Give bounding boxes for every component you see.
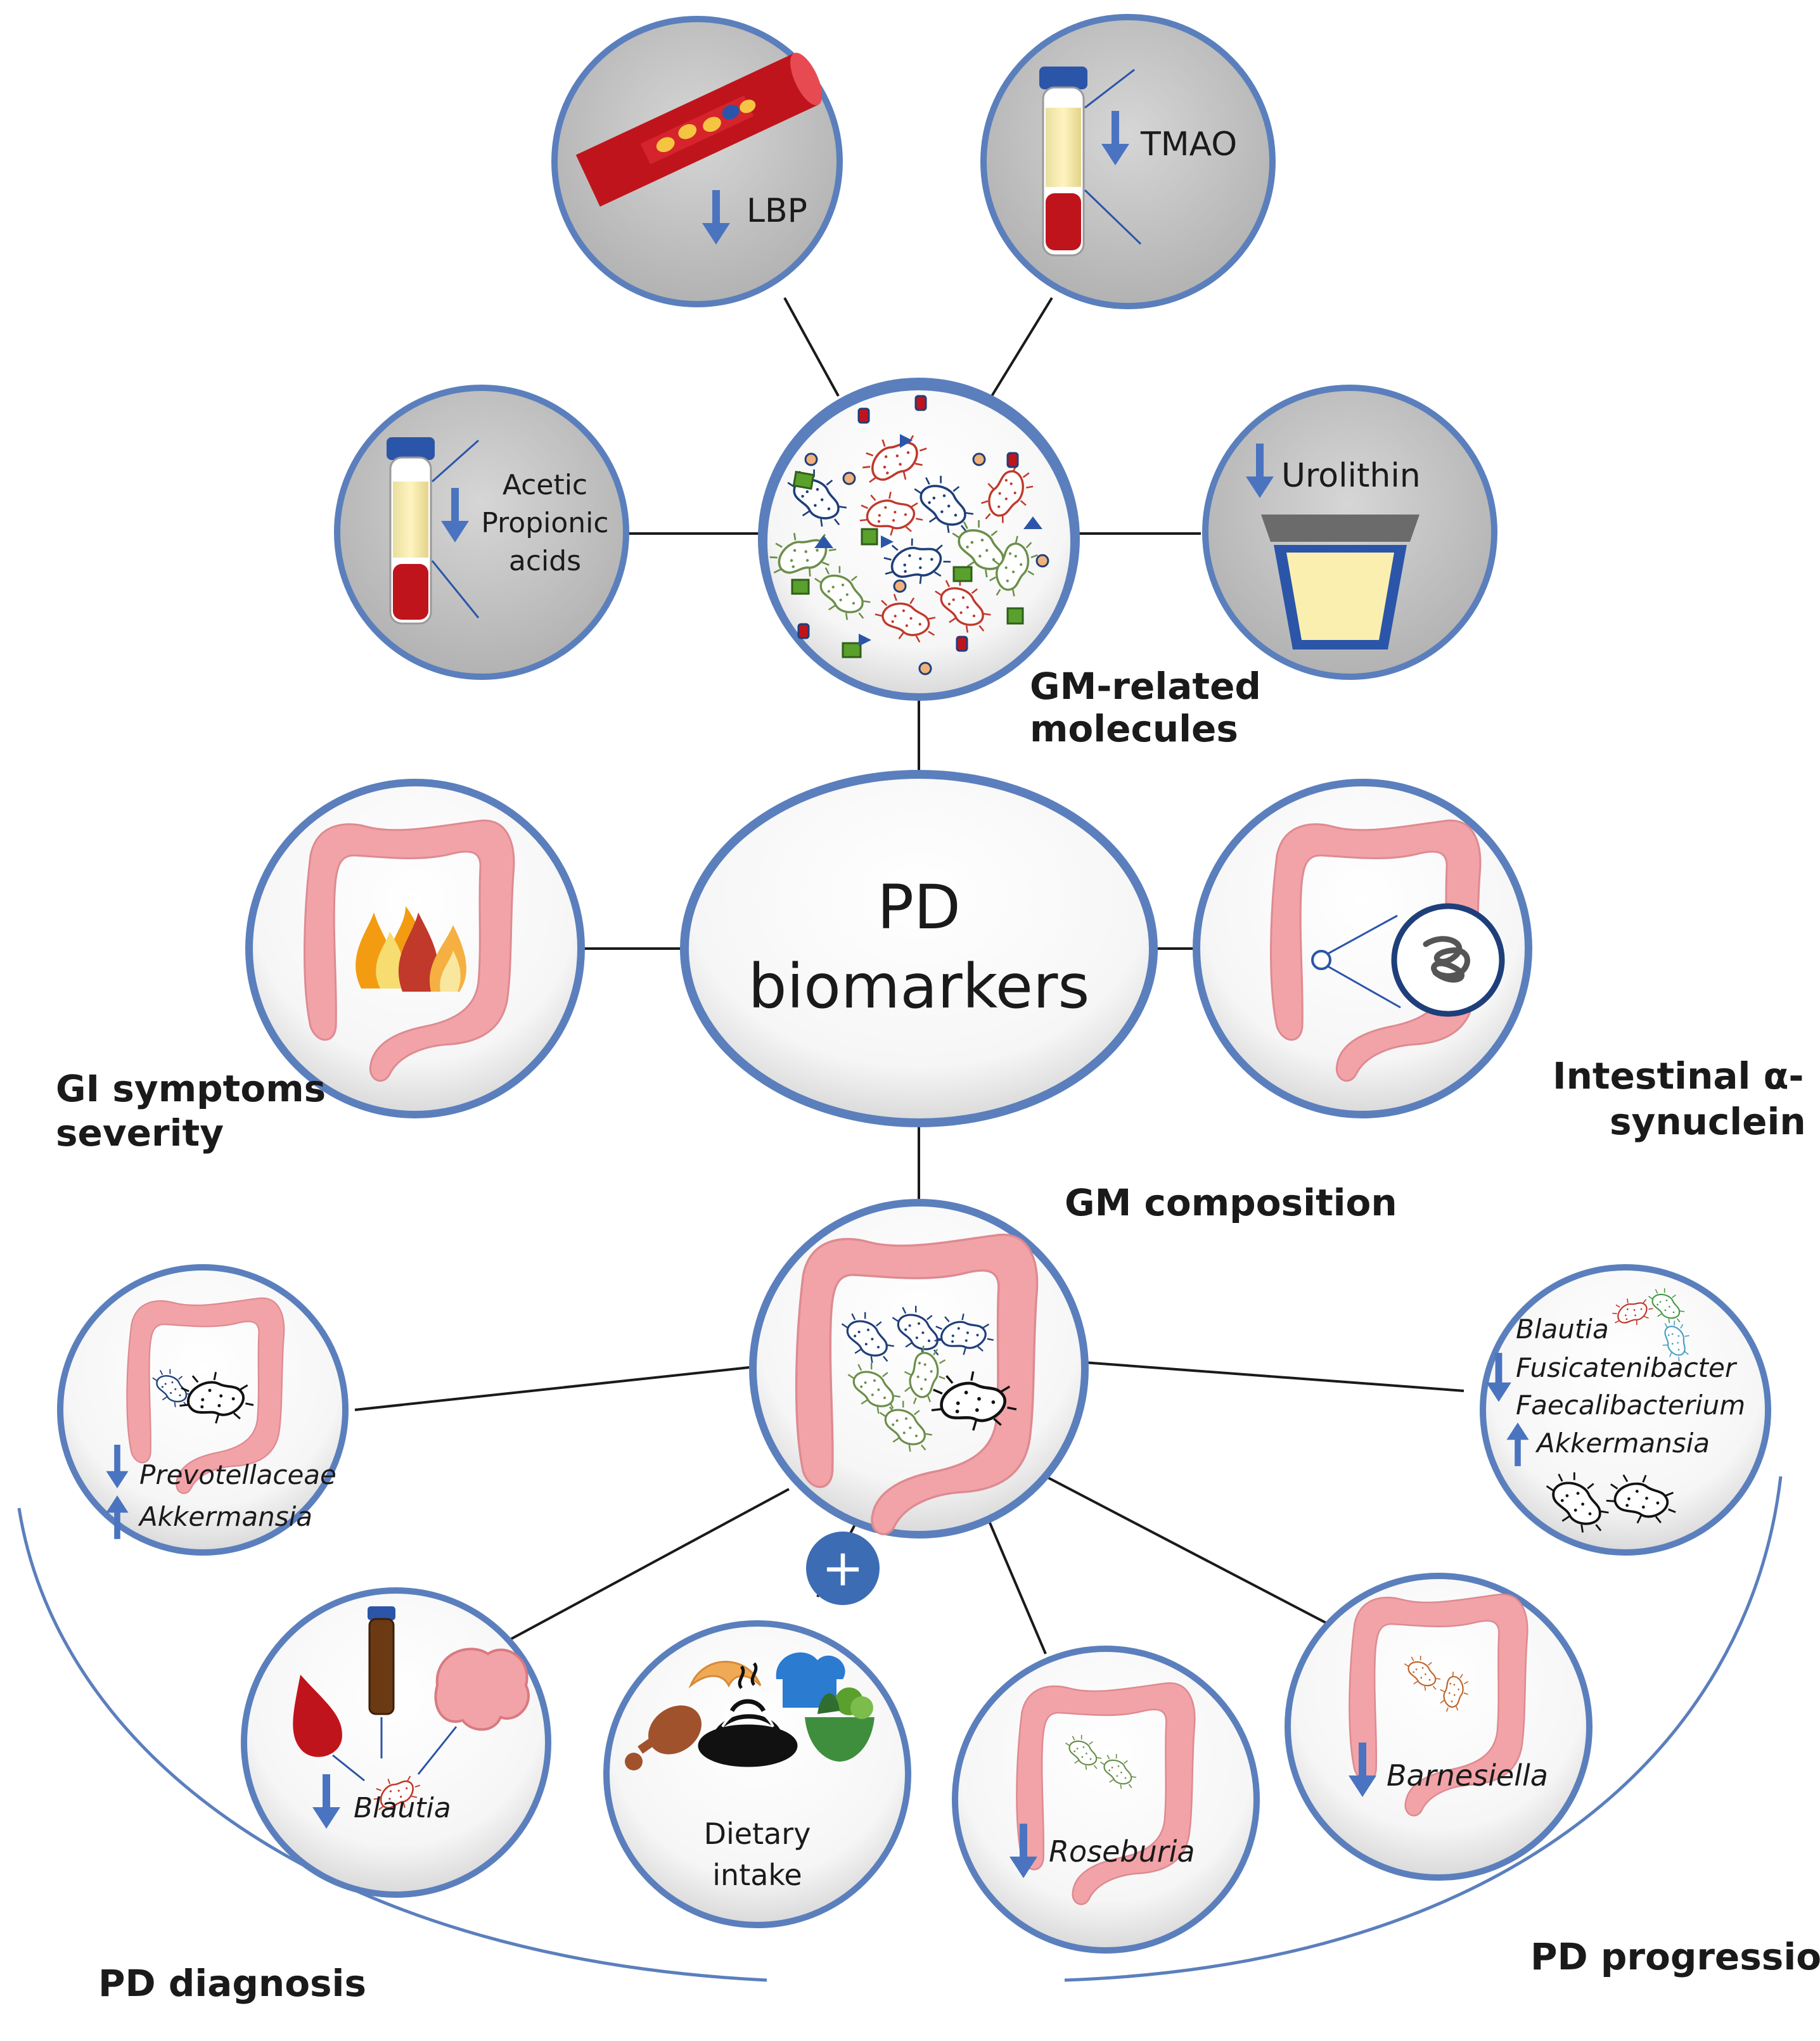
prevotellaceae-label: Prevotellaceae: [139, 1459, 336, 1490]
brain-icon: [434, 1648, 530, 1731]
gm-composition-node: [749, 1199, 1089, 1539]
propionic-label: Propionic: [481, 507, 608, 539]
acids-label: acids: [509, 545, 581, 577]
plus-label: +: [821, 1539, 864, 1597]
lbp-label: LBP: [747, 192, 807, 230]
center-title-line2: biomarkers: [748, 951, 1090, 1022]
intestinal-label-2: synuclein: [1610, 1100, 1806, 1143]
pd-diagnosis-label: PD diagnosis: [98, 1962, 366, 2005]
pasta-plate-icon: [698, 1662, 798, 1767]
dietary-intake-node: Dietary intake: [603, 1620, 911, 1928]
synuclein-aggregate-icon: [1423, 936, 1470, 983]
pd-biomarkers-center: PD biomarkers: [680, 770, 1158, 1127]
roseburia-node: Roseburia: [952, 1646, 1260, 1954]
pd-progression-label: PD progression: [1530, 1935, 1820, 1978]
lbp-node: LBP: [551, 16, 843, 307]
urolithin-label: Urolithin: [1281, 457, 1421, 495]
fusicatenibacter-label: Fusicatenibacter: [1516, 1352, 1738, 1383]
blautia-bottom-label: Blautia: [354, 1792, 451, 1824]
gm-composition-label: GM composition: [1065, 1181, 1397, 1224]
blood-tube-icon: [1039, 67, 1142, 257]
molecule-cluster: [760, 383, 1078, 701]
prevotellaceae-node: Prevotellaceae Akkermansia: [57, 1264, 349, 1556]
roseburia-label: Roseburia: [1049, 1834, 1195, 1869]
flame-icon: [356, 906, 466, 992]
faecalibacterium-label: Faecalibacterium: [1516, 1390, 1745, 1421]
akkermansia-left-label: Akkermansia: [138, 1501, 312, 1532]
tmao-node: TMAO: [980, 14, 1276, 309]
intestinal-label-1: Intestinal α-: [1553, 1054, 1804, 1097]
blautia-node: Blautia: [241, 1587, 551, 1898]
akkermansia-right-label: Akkermansia: [1535, 1428, 1710, 1459]
gi-label-2: severity: [56, 1111, 224, 1155]
gi-label-1: GI symptoms: [56, 1067, 326, 1110]
blautia-right-label: Blautia: [1516, 1314, 1609, 1345]
pd-diagnosis-arc: [17, 1507, 767, 1982]
vegetable-bowl-icon: [805, 1687, 875, 1762]
scfa-node: Acetic Propionic acids: [334, 385, 629, 680]
urine-cup-icon: [1261, 515, 1419, 649]
blood-vessel-icon: [575, 53, 823, 207]
barnesiella-label: Barnesiella: [1387, 1758, 1548, 1793]
acetic-label: Acetic: [503, 469, 587, 501]
dietary-label-1: Dietary: [704, 1817, 811, 1851]
plasma-tube-icon: [387, 437, 480, 625]
stool-tube-icon: [368, 1606, 395, 1715]
blood-drop-icon: [293, 1674, 342, 1757]
tmao-label: TMAO: [1140, 125, 1237, 163]
alpha-synuclein-node: [1193, 779, 1532, 1118]
center-title-line1: PD: [877, 872, 961, 943]
gi-symptoms-node: [245, 779, 585, 1118]
gm-related-label-2: molecules: [1030, 707, 1238, 750]
urolithin-node: Urolithin: [1202, 385, 1497, 680]
plus-badge: +: [806, 1532, 880, 1605]
barnesiella-node: Barnesiella: [1285, 1573, 1592, 1881]
chicken-leg-icon: [625, 1705, 702, 1770]
dietary-label-2: intake: [712, 1858, 802, 1892]
gm-related-label-1: GM-related: [1030, 665, 1261, 708]
pd-progression-arc: [1064, 1476, 1783, 1982]
blautia-akkermansia-node: Blautia Fusicatenibacter Faecalibacteriu…: [1480, 1264, 1771, 1556]
